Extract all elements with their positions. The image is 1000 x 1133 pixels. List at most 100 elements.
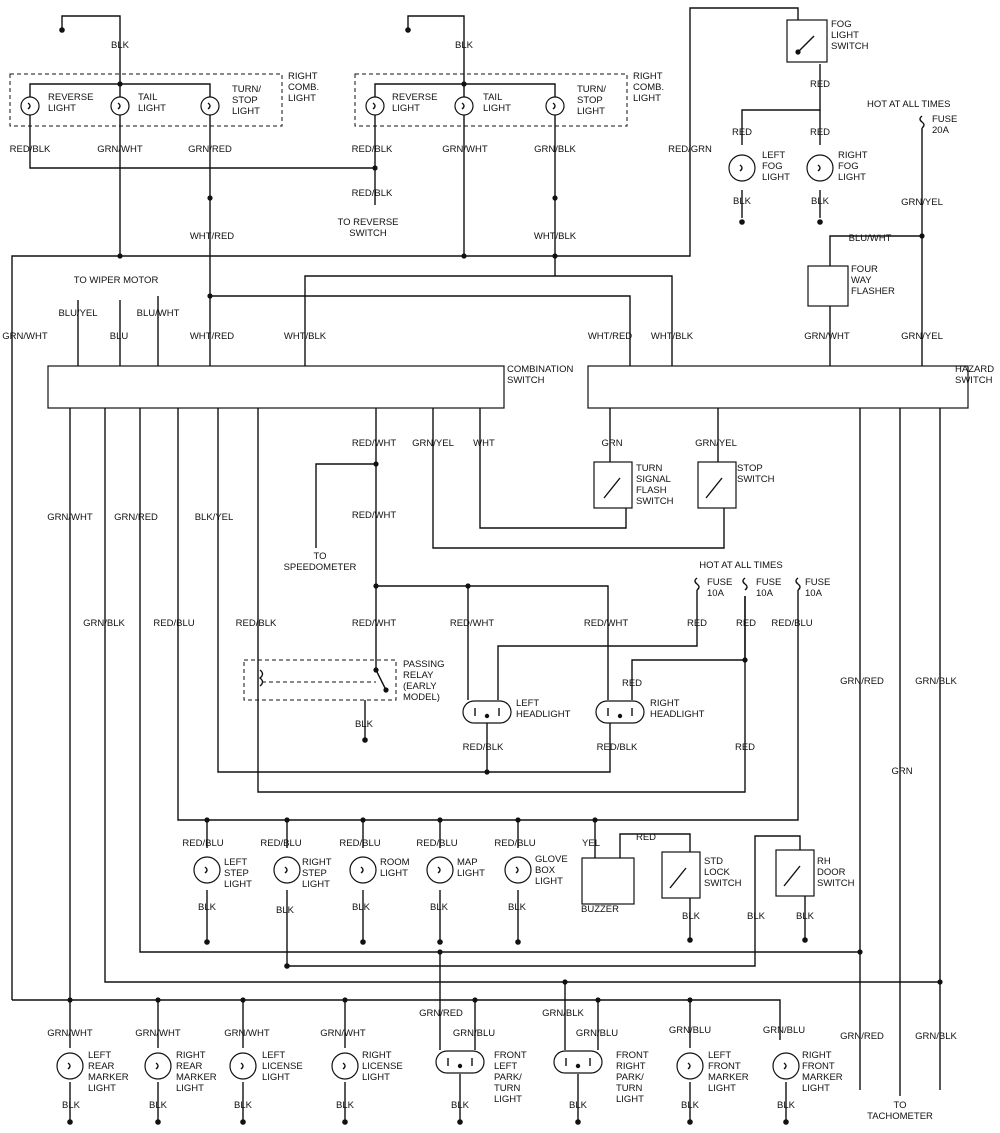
junction-dot: [372, 165, 378, 171]
blk-b3-label: BLK: [234, 1100, 253, 1111]
junction-dot: [360, 817, 366, 823]
junction-dot: [117, 253, 123, 259]
junction-dot: [67, 997, 73, 1003]
fog-light-switch-box: [786, 19, 828, 63]
tail-light-right-symbol: [454, 96, 474, 116]
wires: [11, 7, 941, 1120]
junction-dot: [562, 979, 568, 985]
blu-wht-1-label: BLU/WHT: [849, 233, 892, 244]
right-license-light-symbol: [331, 1052, 359, 1080]
blu-wht-2-label: BLU/WHT: [137, 308, 180, 319]
top-mid-blk-label: BLK: [455, 40, 474, 51]
room-light-symbol: [349, 856, 377, 884]
grn-2-label: GRN: [891, 766, 912, 777]
red-blu-map-label: RED/BLU: [416, 838, 457, 849]
ground-terminal: [362, 737, 368, 743]
front-left-park-turn-light-symbol: [435, 1050, 485, 1074]
grn-blu-frp-label: GRN/BLU: [576, 1028, 618, 1039]
ground-terminal: [687, 1119, 693, 1125]
grn-wht-left-label: GRN/WHT: [2, 331, 48, 342]
right-front-marker-light-symbol: [772, 1052, 800, 1080]
blk-b8-label: BLK: [777, 1100, 796, 1111]
blk-b6-label: BLK: [569, 1100, 588, 1111]
blk-map-label: BLK: [430, 902, 449, 913]
red-blk-1-label: RED/BLK: [10, 144, 51, 155]
red-1-label: RED: [687, 618, 707, 629]
grn-blk-2-label: GRN/BLK: [534, 144, 576, 155]
red-blu-step-r-label: RED/BLU: [260, 838, 301, 849]
junction-dot: [373, 461, 379, 467]
red-blu-step-l-label: RED/BLU: [182, 838, 223, 849]
grn-wht-3-label: GRN/WHT: [804, 331, 850, 342]
blk-yel-label: BLK/YEL: [195, 512, 234, 523]
grn-wht-1-label: GRN/WHT: [97, 144, 143, 155]
fuse-icon: [795, 577, 801, 591]
blk-b4-label: BLK: [336, 1100, 355, 1111]
junction-dot: [284, 817, 290, 823]
map-light-symbol: [426, 856, 454, 884]
ground-terminal: [575, 1119, 581, 1125]
red-wht-5-label: RED/WHT: [584, 618, 629, 629]
junction-dot: [383, 687, 389, 693]
ground-terminal: [515, 939, 521, 945]
red-wht-1-label: RED/WHT: [352, 438, 397, 449]
four-way-flasher-box: [807, 265, 849, 307]
red-blk-5-label: RED/BLK: [463, 742, 504, 753]
blk-relay-label: BLK: [355, 719, 374, 730]
red-5-label: RED: [636, 832, 656, 843]
right-fog-light-symbol: [806, 154, 834, 182]
blk-room-label: BLK: [352, 902, 371, 913]
grn-red-3-label: GRN/RED: [840, 676, 884, 687]
junction-dot: [742, 657, 748, 663]
std-lock-switch-box: [661, 851, 701, 899]
junction-dot: [592, 817, 598, 823]
grn-red-flp-label: GRN/RED: [419, 1008, 463, 1019]
grn-1-label: GRN: [601, 438, 622, 449]
buzzer-label: BUZZER: [581, 904, 619, 915]
ground-terminal: [155, 1119, 161, 1125]
grn-red-2-label: GRN/RED: [114, 512, 158, 523]
ground-terminal: [739, 219, 745, 225]
blk-lf-label: BLK: [733, 196, 752, 207]
red-blu-2-label: RED/BLU: [771, 618, 812, 629]
rh-door-switch-box: [775, 849, 815, 897]
junction-dot: [342, 997, 348, 1003]
red-grn-label: RED/GRN: [668, 144, 712, 155]
blk-b2-label: BLK: [149, 1100, 168, 1111]
blk-b7-label: BLK: [681, 1100, 700, 1111]
red-blu-glove-label: RED/BLU: [494, 838, 535, 849]
ground-terminal: [802, 937, 808, 943]
grn-red-4-label: GRN/RED: [840, 1031, 884, 1042]
red-fog-label: RED: [810, 79, 830, 90]
junction-dot: [472, 997, 478, 1003]
grn-blk-3-label: GRN/BLK: [83, 618, 125, 629]
blk-step-l-label: BLK: [198, 902, 217, 913]
blk-b1-label: BLK: [62, 1100, 81, 1111]
top-left-blk-label: BLK: [111, 40, 130, 51]
hot-at-all-times-1-label: HOT AT ALL TIMES: [867, 99, 950, 110]
right-rear-marker-light-symbol: [144, 1052, 172, 1080]
junction-dot: [207, 293, 213, 299]
grn-blu-flp-label: GRN/BLU: [453, 1028, 495, 1039]
grn-wht-2-label: GRN/WHT: [442, 144, 488, 155]
junction-dot: [687, 997, 693, 1003]
red-wht-4-label: RED/WHT: [450, 618, 495, 629]
ground-terminal: [59, 27, 65, 33]
hot-at-all-times-2-label: HOT AT ALL TIMES: [699, 560, 782, 571]
